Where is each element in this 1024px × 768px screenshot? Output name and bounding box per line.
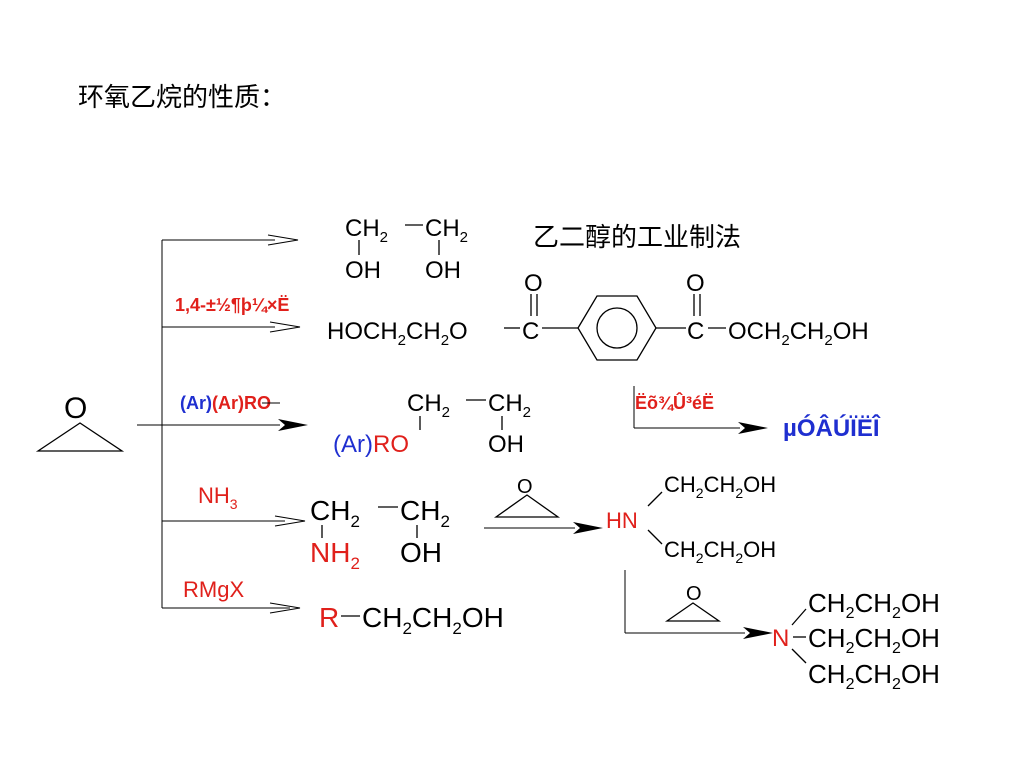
svg-text:NH2: NH2 — [310, 537, 360, 573]
svg-text:CH2: CH2 — [310, 495, 360, 531]
svg-text:O: O — [524, 270, 543, 297]
glycol-caption: 乙二醇的工业制法 — [533, 223, 741, 253]
svg-text:(Ar)RO: (Ar)RO — [333, 431, 409, 458]
svg-text:CH2CH2OH: CH2CH2OH — [664, 472, 776, 501]
svg-text:R: R — [319, 602, 339, 633]
svg-text:O: O — [517, 476, 533, 498]
arrow-head-2 — [269, 321, 301, 333]
svg-text:CH2CH2OH: CH2CH2OH — [664, 537, 776, 566]
svg-text:OH: OH — [425, 257, 461, 284]
svg-text:CH2: CH2 — [488, 390, 531, 421]
svg-text:(Ar)(Ar)RO: (Ar)(Ar)RO — [180, 393, 271, 413]
benzene-circle — [596, 307, 638, 349]
triethanolamine: O N CH2CH2OH CH2CH2OH CH2CH2OH — [624, 570, 940, 693]
svg-text:HOCH2CH2O: HOCH2CH2O — [327, 318, 468, 349]
arrow-head-3 — [278, 419, 308, 431]
svg-text:N: N — [772, 625, 789, 652]
reagent-polycondensation: Ëõ¾Û³éË — [635, 392, 714, 413]
arrow-head-1 — [267, 234, 299, 246]
svg-text:CH2: CH2 — [425, 215, 468, 246]
svg-text:OH: OH — [488, 431, 524, 458]
svg-text:O: O — [686, 583, 702, 605]
arrow-head-4 — [274, 515, 306, 527]
benzene-ring — [577, 295, 657, 361]
svg-text:NH3: NH3 — [198, 483, 238, 512]
svg-text:CH2CH2OH: CH2CH2OH — [808, 623, 940, 657]
trunk-connector — [137, 239, 290, 609]
branch-1-ethylene-glycol: CH2 CH2 OH OH 乙二醇的工业制法 — [345, 215, 741, 284]
open-arrow-heads — [267, 234, 306, 614]
page-title: 环氧乙烷的性质： — [78, 83, 286, 113]
svg-text:CH2: CH2 — [407, 390, 450, 421]
svg-text:CH2CH2OH: CH2CH2OH — [808, 659, 940, 693]
svg-text:RMgX: RMgX — [183, 577, 244, 602]
reagent-terephthalic: 1,4-±½¶þ¼×Ë — [175, 295, 289, 315]
svg-text:OH: OH — [400, 537, 442, 568]
svg-text:CH2CH2OH: CH2CH2OH — [362, 602, 504, 638]
product-polyester: µÓÂÚÏËÎ — [783, 414, 881, 442]
svg-text:CH2CH2OH: CH2CH2OH — [808, 588, 940, 622]
svg-text:HN: HN — [606, 508, 638, 533]
svg-text:OH: OH — [345, 257, 381, 284]
svg-text:O: O — [686, 270, 705, 297]
arrow-head-5 — [269, 602, 301, 614]
svg-text:CH2: CH2 — [400, 495, 450, 531]
svg-text:CH2: CH2 — [345, 215, 388, 246]
svg-text:C: C — [687, 318, 704, 345]
branch-3-aryl-ether: (Ar)(Ar)RO CH2 CH2 (Ar)RO OH Ëõ¾Û³éË µÓÂ… — [180, 386, 881, 458]
epoxide-oxygen: O — [64, 392, 87, 425]
branch-2-terephthalate: 1,4-±½¶þ¼×Ë HOCH2CH2O C O C O OCH2CH2OH — [175, 270, 869, 361]
branch-4-amines: NH3 CH2 CH2 NH2 OH O HN CH2CH2OH CH2CH2O… — [198, 472, 776, 573]
left-epoxide: O — [35, 392, 125, 452]
branch-5-grignard: RMgX R CH2CH2OH — [183, 577, 504, 638]
svg-text:OCH2CH2OH: OCH2CH2OH — [728, 318, 869, 349]
epoxide-ring — [35, 422, 125, 452]
svg-text:C: C — [522, 318, 539, 345]
